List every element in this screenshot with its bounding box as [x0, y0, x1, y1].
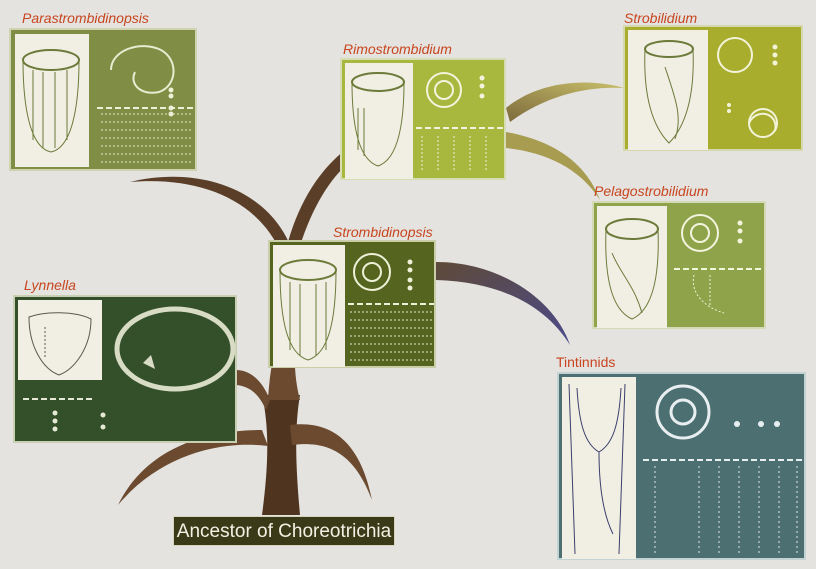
ciliature-spiral-icon [717, 37, 778, 138]
ciliature-spiral-icon [426, 72, 462, 108]
label-rimostrombidium: Rimostrombidium [343, 41, 452, 57]
branch-to-rimostrombidium [288, 150, 350, 246]
cell-outline-icon [22, 49, 80, 153]
root-right-branch [290, 424, 372, 500]
label-strombidinopsis: Strombidinopsis [333, 224, 433, 240]
cell-outline-icon [279, 259, 337, 361]
branch-to-lynnella [236, 370, 270, 410]
ciliature-ring-icon [114, 306, 236, 392]
rimostrombidium-illustration [345, 63, 504, 179]
branch-to-pelagostrobilidium [506, 132, 600, 200]
ciliature-spiral-icon [655, 384, 711, 440]
branch-to-strobilidium [506, 82, 624, 122]
panel-pelagostrobilidium [592, 201, 766, 329]
cell-outline-icon [351, 72, 405, 167]
ciliature-spiral-icon [353, 253, 391, 291]
strombidinopsis-illustration [273, 245, 434, 367]
pelagostrobilidium-illustration [597, 206, 764, 328]
label-strobilidium: Strobilidium [624, 10, 698, 26]
panel-rimostrombidium [340, 58, 506, 180]
panel-parastrombidinopsis [9, 28, 197, 171]
cell-outline-icon [644, 40, 694, 144]
lynnella-illustration [18, 300, 236, 432]
ciliature-spiral-icon [110, 45, 175, 94]
label-pelagostrobilidium: Pelagostrobilidium [594, 183, 709, 199]
cell-outline-icon [605, 218, 659, 320]
ancestor-label: Ancestor of Choreotrichia [173, 516, 395, 546]
label-parastrombidinopsis: Parastrombidinopsis [22, 10, 149, 26]
ciliature-spiral-icon [681, 214, 719, 252]
panel-lynnella [13, 295, 237, 443]
cell-outline-icon [568, 383, 626, 555]
panel-strombidinopsis [268, 240, 436, 368]
root-left-branch [118, 430, 268, 505]
panel-tintinnids [557, 372, 806, 560]
label-tintinnids: Tintinnids [556, 354, 616, 370]
trunk-branch [262, 395, 300, 515]
panel-strobilidium [623, 25, 803, 151]
label-lynnella: Lynnella [24, 277, 76, 293]
cell-outline-icon [28, 312, 92, 376]
strobilidium-illustration [628, 30, 778, 150]
branch-to-tintinnids [436, 262, 570, 345]
tintinnids-illustration [562, 377, 803, 559]
branch-to-parastrombidinopsis [130, 176, 292, 260]
parastrombidinopsis-illustration [15, 34, 195, 167]
